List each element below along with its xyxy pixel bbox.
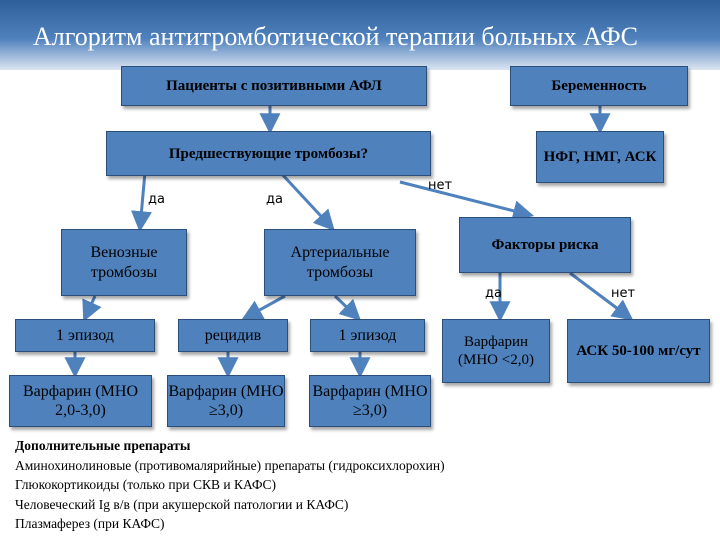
node-arterial: Артериальные тромбозы xyxy=(264,229,416,296)
node-warfarin-risk: Варфарин (МНО <2,0) xyxy=(442,319,550,383)
label-no-risk: нет xyxy=(611,286,636,301)
arrow-arterial-episode xyxy=(333,294,362,321)
label-yes-left: да xyxy=(148,192,165,207)
node-risk-factors: Факторы риска xyxy=(459,217,631,273)
node-patients: Пациенты с позитивными АФЛ xyxy=(121,66,427,106)
page-title: Алгоритм антитромботической терапии боль… xyxy=(33,22,639,51)
node-warfarin-2-3: Варфарин (МНО 2,0-3,0) xyxy=(9,375,152,427)
node-warfarin-ge3-a: Варфарин (МНО ≥3,0) xyxy=(167,375,285,427)
node-ask-dose: АСК 50-100 мг/сут xyxy=(567,319,710,383)
notes-line: Плазмаферез (при КАФС) xyxy=(15,516,165,531)
arrow-risk-ask xyxy=(569,271,634,321)
node-nfg: НФГ, НМГ, АСК xyxy=(536,131,664,183)
label-yes-mid: да xyxy=(266,192,283,207)
notes-line: Человеческий Ig в/в (при акушерской пато… xyxy=(15,496,349,512)
node-warfarin-ge3-b: Варфарин (МНО ≥3,0) xyxy=(309,375,431,427)
arrow-prior-arterial xyxy=(278,170,335,232)
arrow-prior-risk xyxy=(399,180,535,222)
notes-line: Аминохинолиновые (противомалярийные) пре… xyxy=(15,457,445,473)
node-episode1-venous: 1 эпизод xyxy=(15,319,155,352)
arrow-venous-episode xyxy=(82,295,102,322)
node-relapse: рецидив xyxy=(178,319,288,352)
label-yes-risk: да xyxy=(485,286,502,301)
node-episode1-arterial: 1 эпизод xyxy=(310,319,425,352)
node-venous: Венозные тромбозы xyxy=(61,229,187,296)
additional-drugs-notes: Дополнительные препараты Аминохинолиновы… xyxy=(15,436,445,534)
notes-header: Дополнительные препараты xyxy=(15,438,191,453)
label-no-top: нет xyxy=(428,178,453,193)
notes-line: Глюкокортикоиды (только при СКВ и КАФС) xyxy=(15,477,277,492)
title-bar: Алгоритм антитромботической терапии боль… xyxy=(0,0,720,70)
arrow-prior-venous xyxy=(131,171,152,233)
node-prior-thrombosis: Предшествующие тромбозы? xyxy=(106,131,431,176)
arrow-arterial-relapse xyxy=(241,294,286,321)
node-pregnancy: Беременность xyxy=(510,66,688,106)
